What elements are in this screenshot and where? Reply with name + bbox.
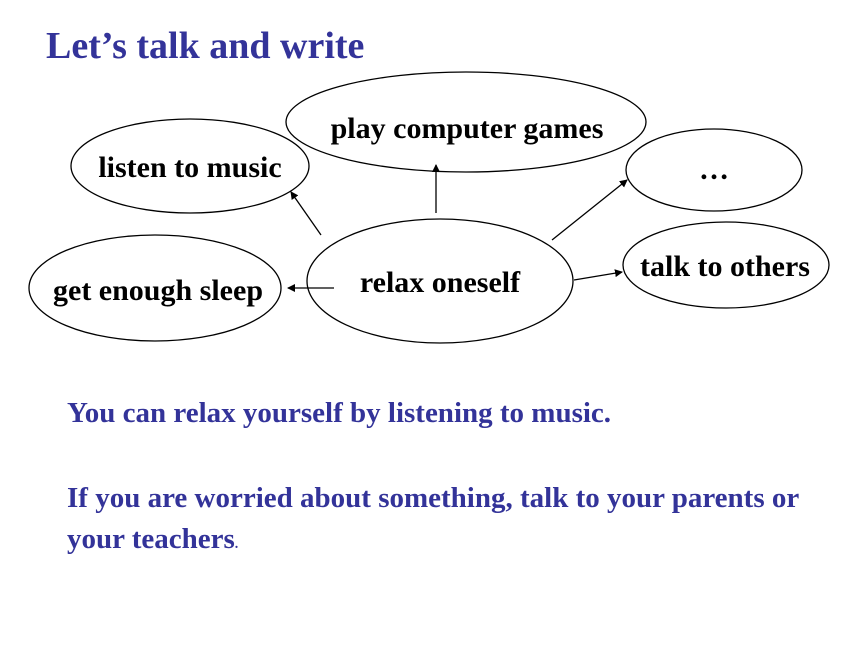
label-more: … xyxy=(699,153,729,186)
page-title: Let’s talk and write xyxy=(46,25,365,67)
bubble-listen-to-music xyxy=(70,118,310,214)
example-sentence-1: You can relax yourself by listening to m… xyxy=(67,393,827,434)
arrow-to-more xyxy=(551,179,628,241)
bubble-more xyxy=(625,128,803,212)
arrow-to-talk-to-others xyxy=(573,269,623,281)
example-sentence-2-period: . xyxy=(234,537,239,552)
label-talk-to-others: talk to others xyxy=(640,250,810,283)
label-listen-to-music: listen to music xyxy=(98,151,281,184)
arrow-to-listen-to-music xyxy=(290,191,322,236)
mind-map: listen to music play computer games … re… xyxy=(28,71,830,344)
example-sentence-2: If you are worried about something, talk… xyxy=(67,478,827,565)
example-sentence-2-text: If you are worried about something, talk… xyxy=(67,482,799,555)
label-relax-oneself: relax oneself xyxy=(360,266,521,299)
bubble-talk-to-others xyxy=(622,221,830,309)
bubble-play-computer-games xyxy=(285,71,647,173)
label-get-enough-sleep: get enough sleep xyxy=(53,274,263,307)
bubble-get-enough-sleep xyxy=(28,234,282,342)
bubble-relax-oneself xyxy=(306,218,574,344)
label-play-computer-games: play computer games xyxy=(331,112,604,145)
example-sentence-1-text: You can relax yourself by listening to m… xyxy=(67,397,612,429)
